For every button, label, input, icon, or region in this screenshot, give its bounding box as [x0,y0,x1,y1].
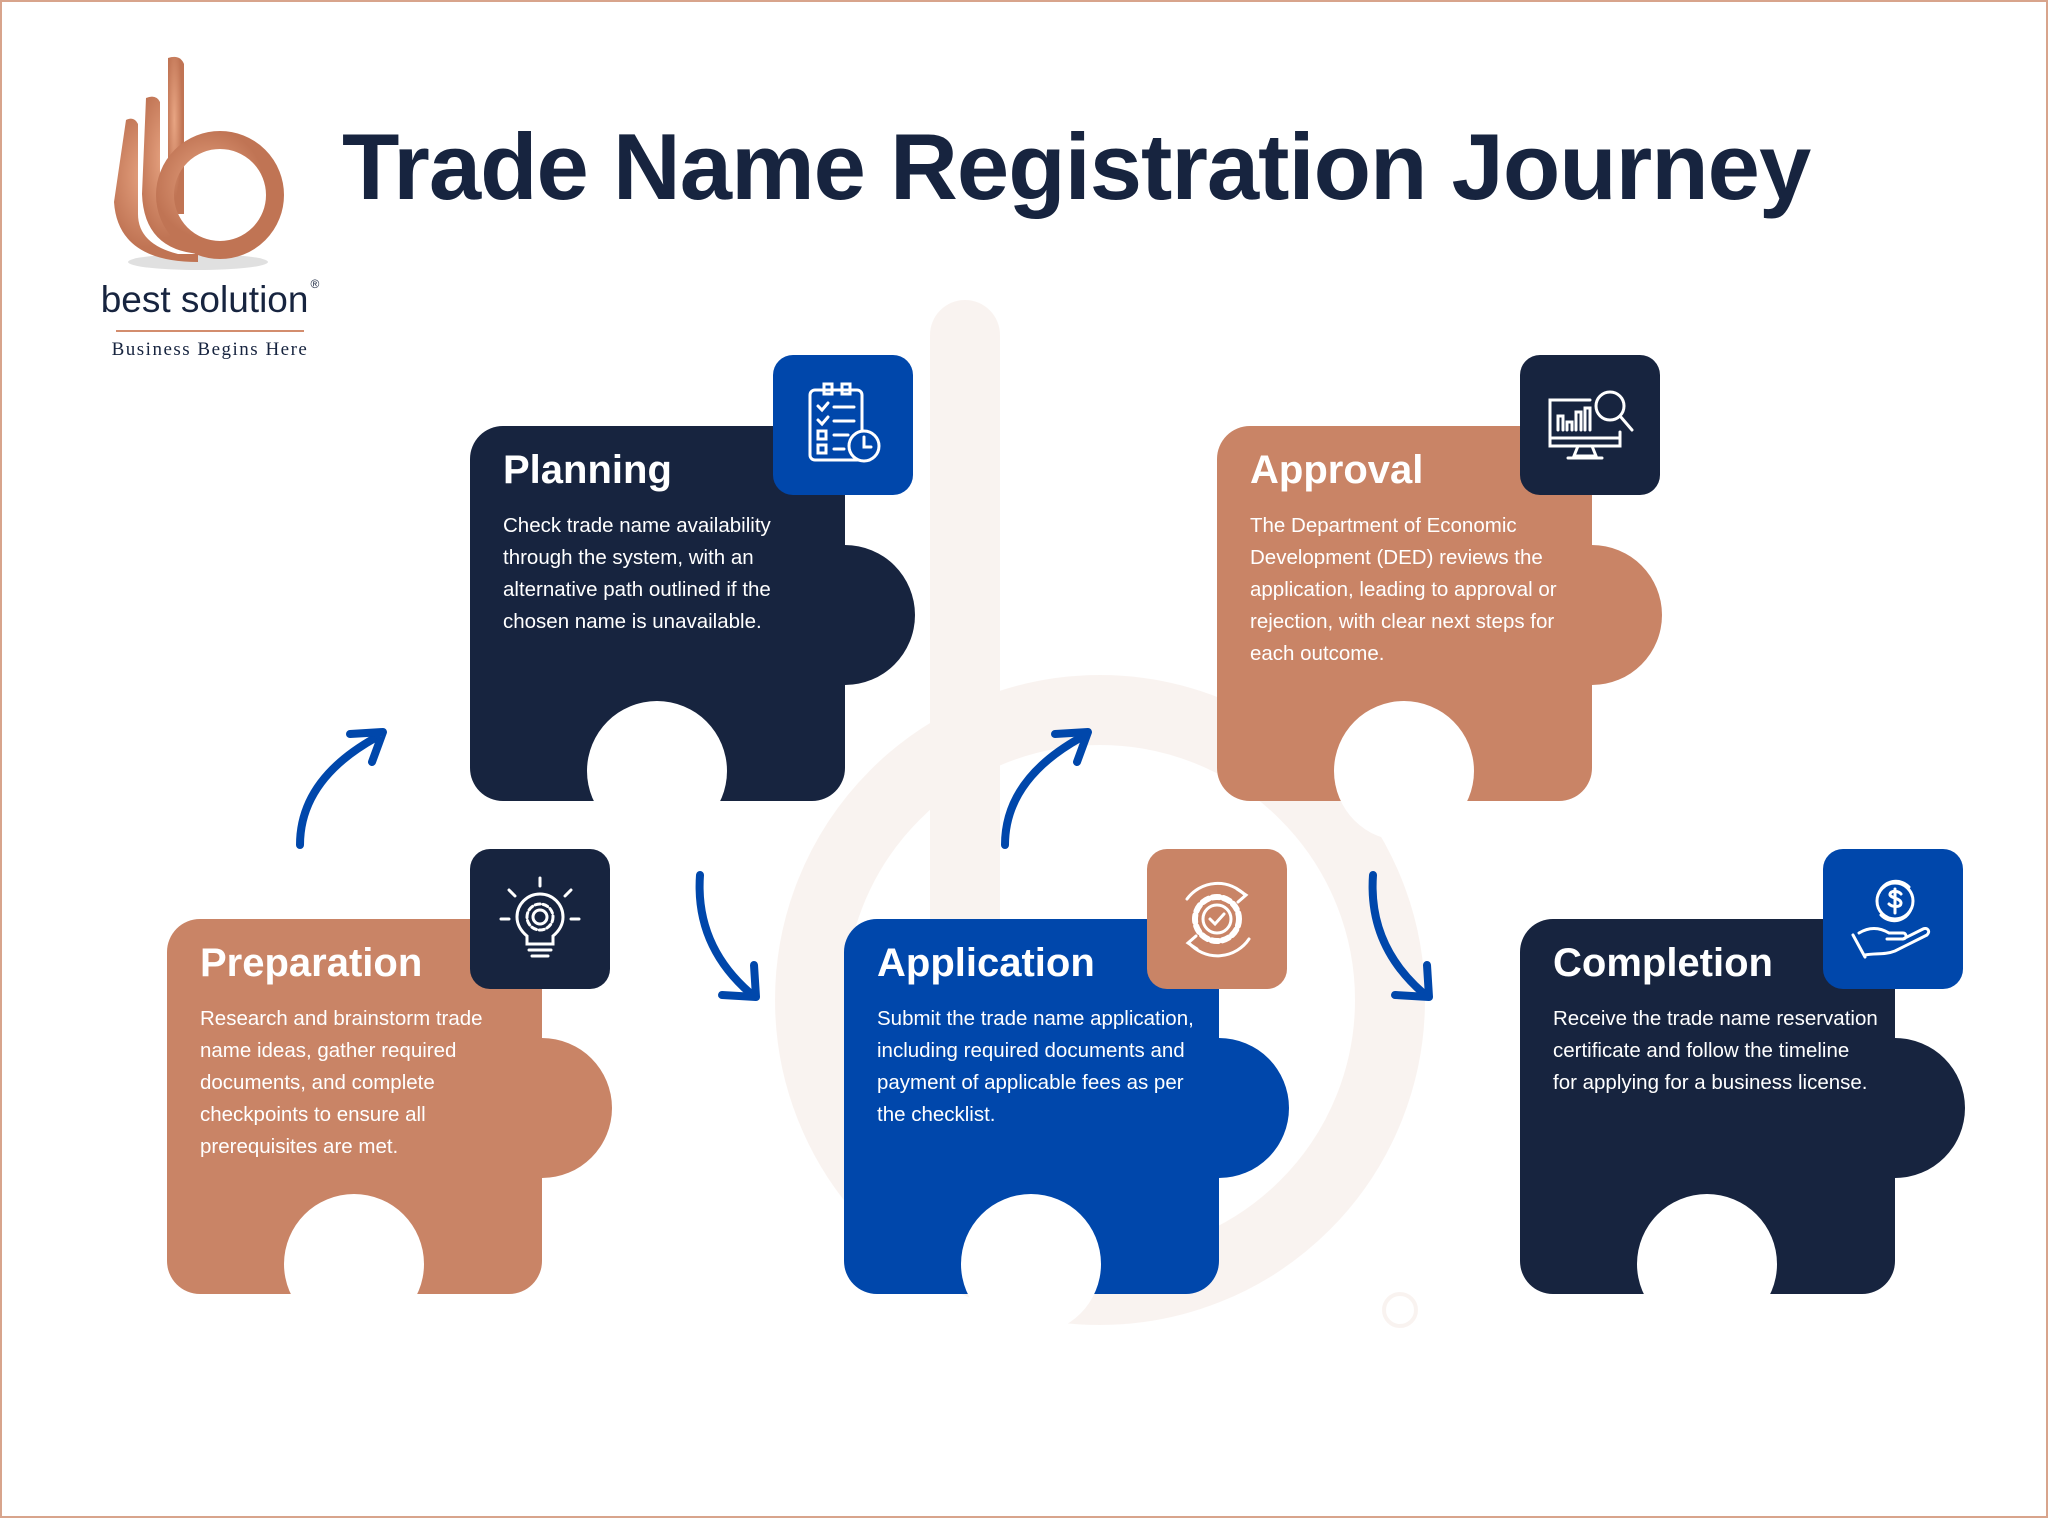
arrow-up-1-icon [296,728,387,849]
puzzle-notch [961,1194,1101,1334]
gear-check-cycle-icon [1147,849,1287,989]
arrow-up-2-icon [1001,728,1092,849]
step-card-application: Application Submit the trade name applic… [844,919,1289,1334]
brand-logo: best solution® Business Begins Here [70,50,350,360]
step-description: Check trade name availability through th… [503,514,771,633]
step-description: Receive the trade name reservation certi… [1553,1007,1878,1094]
step-title: Application [877,941,1095,985]
logo-divider [116,330,304,332]
logo-name: best solution® [70,278,350,322]
step-title: Approval [1250,448,1424,492]
step-title: Completion [1553,941,1773,985]
monitor-analytics-search-icon [1520,355,1660,495]
hand-dollar-icon [1823,849,1963,989]
arrow-down-2-icon [1368,871,1433,1001]
logo-mark [114,56,284,270]
checklist-clock-icon [773,355,913,495]
arrow-down-1-icon [695,871,760,1001]
puzzle-notch [284,1194,424,1334]
step-title: Preparation [200,941,423,985]
puzzle-notch [1637,1194,1777,1334]
step-description: Submit the trade name application, inclu… [877,1007,1194,1126]
registered-mark: ® [310,277,320,291]
puzzle-notch [587,701,727,841]
page-title: Trade Name Registration Journey [342,114,1811,219]
lightbulb-gear-icon [470,849,610,989]
step-description: Research and brainstorm trade name ideas… [200,1007,483,1158]
step-description: The Department of Economic Development (… [1250,514,1557,665]
logo-tagline: Business Begins Here [111,339,309,360]
puzzle-notch [1334,701,1474,841]
logo-name-text: best solution [100,279,309,320]
step-title: Planning [503,448,672,492]
